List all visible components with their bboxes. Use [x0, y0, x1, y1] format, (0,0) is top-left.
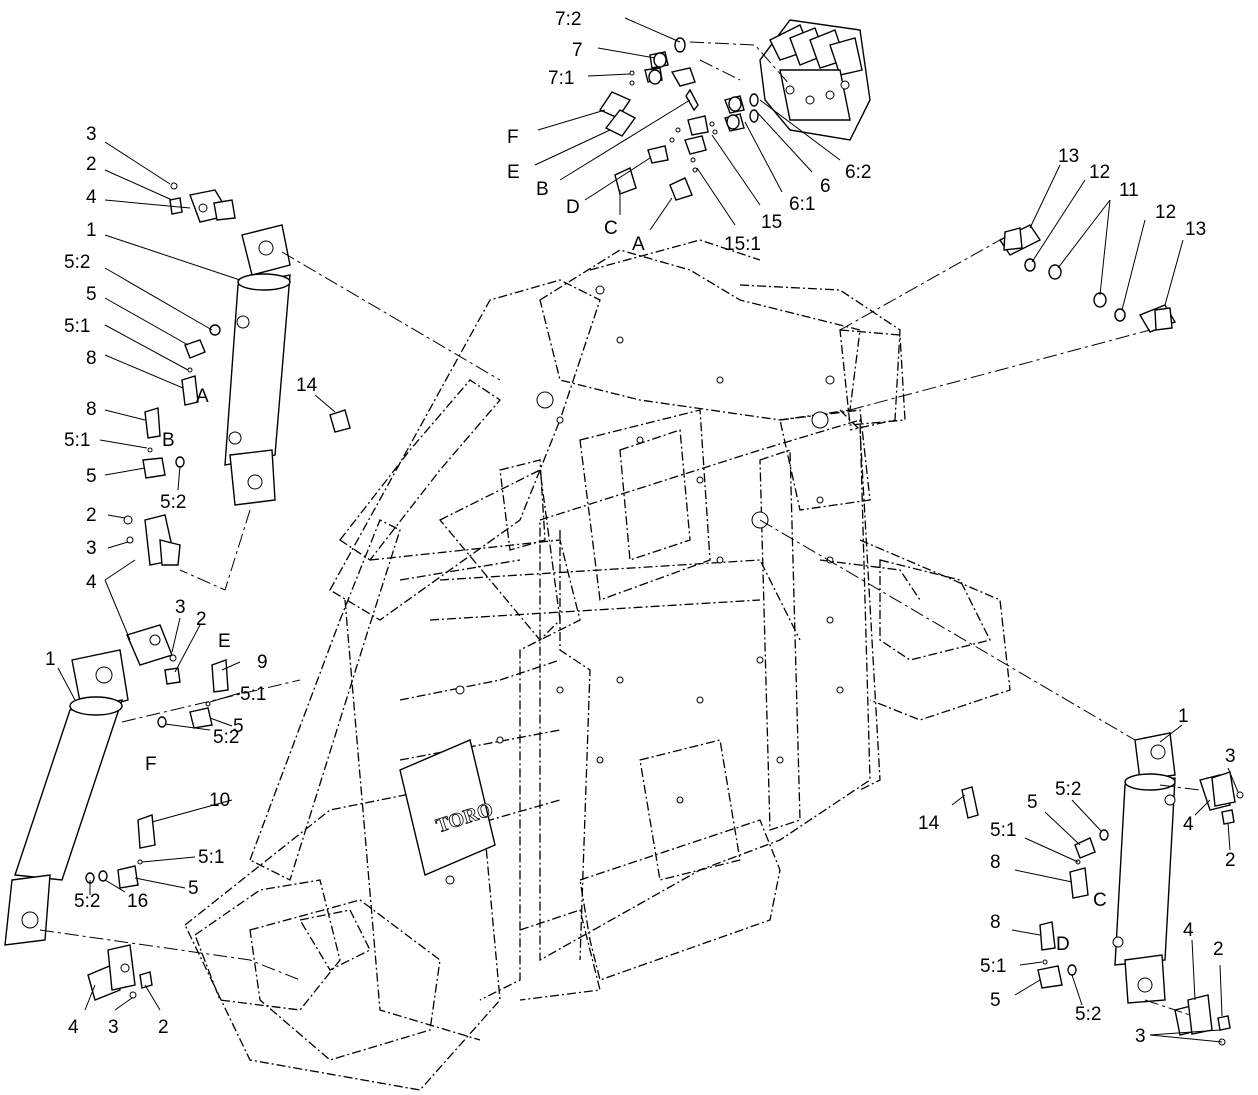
cylinder-lower-left [4, 649, 129, 946]
toro-logo-plate: TORO [399, 739, 496, 876]
callout-D: D [566, 197, 580, 218]
callout-2: 2 [86, 154, 97, 175]
callout-8: 8 [990, 912, 1001, 933]
pivot-pins [329, 409, 979, 819]
callout-A: A [632, 234, 645, 255]
callout-5-2: 5:2 [74, 891, 100, 912]
callout-12b: 12 [1155, 202, 1176, 223]
callout-D: D [1056, 934, 1070, 955]
control-valve [759, 19, 871, 141]
callout-8: 8 [86, 399, 97, 420]
callout-14: 14 [918, 813, 940, 834]
callout-5-1: 5:1 [240, 684, 266, 705]
rear-console [825, 329, 906, 426]
callout-5-2: 5:2 [160, 492, 186, 513]
leader-lines [57, 17, 1239, 1043]
callout-1: 1 [86, 220, 97, 241]
callout-5-1: 5:1 [64, 430, 90, 451]
callout-5: 5 [233, 716, 244, 737]
callout-labels-clamps: 13 12 11 12 13 [1058, 146, 1206, 240]
callout-labels-lower-left: 3 2 E 9 1 5:1 5 5:2 F 10 5:1 5 5:2 16 4 … [45, 597, 268, 1038]
callout-4: 4 [1183, 920, 1194, 941]
fittings-right [1037, 829, 1109, 989]
callout-2: 2 [196, 609, 207, 630]
callout-5-2: 5:2 [213, 727, 239, 748]
cylinder-upper-left [224, 224, 291, 506]
callout-5-2: 5:2 [1055, 779, 1081, 800]
callout-4: 4 [1183, 814, 1194, 835]
callout-7-2: 7:2 [555, 9, 581, 30]
callout-15-1: 15:1 [724, 234, 761, 255]
callout-C: C [604, 218, 618, 239]
callout-F: F [145, 754, 157, 775]
callout-6-2: 6:2 [845, 162, 871, 183]
callout-9: 9 [257, 652, 268, 673]
callout-7-1: 7:1 [548, 68, 574, 89]
callout-5-1: 5:1 [980, 956, 1006, 977]
callout-10: 10 [209, 790, 230, 811]
callout-5: 5 [990, 990, 1001, 1011]
callout-5-2: 5:2 [1075, 1004, 1101, 1025]
callout-3: 3 [1225, 746, 1236, 767]
callout-15: 15 [761, 212, 782, 233]
callout-1: 1 [1178, 706, 1189, 727]
callout-3: 3 [86, 124, 97, 145]
cable-clamps [998, 224, 1177, 333]
callout-13a: 13 [1058, 146, 1079, 167]
frame-holes [445, 285, 844, 885]
callout-2: 2 [86, 505, 97, 526]
callout-C: C [1093, 890, 1107, 911]
callout-2: 2 [158, 1017, 169, 1038]
callout-F: F [507, 127, 519, 148]
callout-2: 2 [1225, 850, 1236, 871]
callout-4: 4 [86, 572, 97, 593]
cylinder-right [1112, 732, 1176, 1004]
callout-B: B [536, 179, 549, 200]
callout-5: 5 [188, 878, 199, 899]
callout-labels-valve: 7:2 7 7:1 F E B D C A 15:1 15 6:1 6 6:2 [507, 9, 871, 255]
callout-8: 8 [86, 348, 97, 369]
callout-3: 3 [108, 1017, 119, 1038]
callout-labels-pins: 14 14 [296, 375, 940, 834]
fittings-upper-left [142, 324, 221, 479]
callout-11: 11 [1119, 180, 1139, 201]
callout-3: 3 [86, 538, 97, 559]
callout-14: 14 [296, 375, 318, 396]
callout-5-1: 5:1 [990, 820, 1016, 841]
callout-A: A [196, 386, 209, 407]
callout-labels-right: 1 3 5:2 5 4 5:1 2 8 C 4 2 8 D 5:1 5 5:2 … [980, 706, 1236, 1047]
callout-B: B [162, 430, 175, 451]
callout-4: 4 [68, 1017, 79, 1038]
callout-3: 3 [175, 597, 186, 618]
callout-E: E [507, 162, 520, 183]
callout-1: 1 [45, 649, 56, 670]
callout-6-1: 6:1 [789, 194, 815, 215]
callout-5-1: 5:1 [198, 847, 224, 868]
callout-labels-upper-left: 3 2 4 1 5:2 5 5:1 8 A 8 B 5:1 5 5:2 2 3 … [64, 124, 209, 593]
loader-frame [184, 239, 1011, 1091]
callout-E: E [218, 631, 231, 652]
callout-6: 6 [820, 176, 831, 197]
callout-4: 4 [86, 187, 97, 208]
callout-3: 3 [1135, 1026, 1146, 1047]
callout-5: 5 [86, 466, 97, 487]
callout-5: 5 [86, 284, 97, 305]
pin-assembly-right [1174, 771, 1244, 1046]
pin-assembly-upper [123, 182, 236, 566]
callout-7: 7 [572, 40, 583, 61]
callout-2: 2 [1213, 939, 1224, 960]
valve-fittings [598, 37, 759, 201]
callout-12a: 12 [1089, 162, 1110, 183]
pin-assembly-lower [87, 624, 181, 1001]
callout-5: 5 [1027, 792, 1038, 813]
callout-8: 8 [990, 852, 1001, 873]
callout-5-2: 5:2 [64, 252, 90, 273]
callout-5-1: 5:1 [64, 316, 90, 337]
callout-13b: 13 [1185, 219, 1206, 240]
callout-16: 16 [127, 891, 148, 912]
